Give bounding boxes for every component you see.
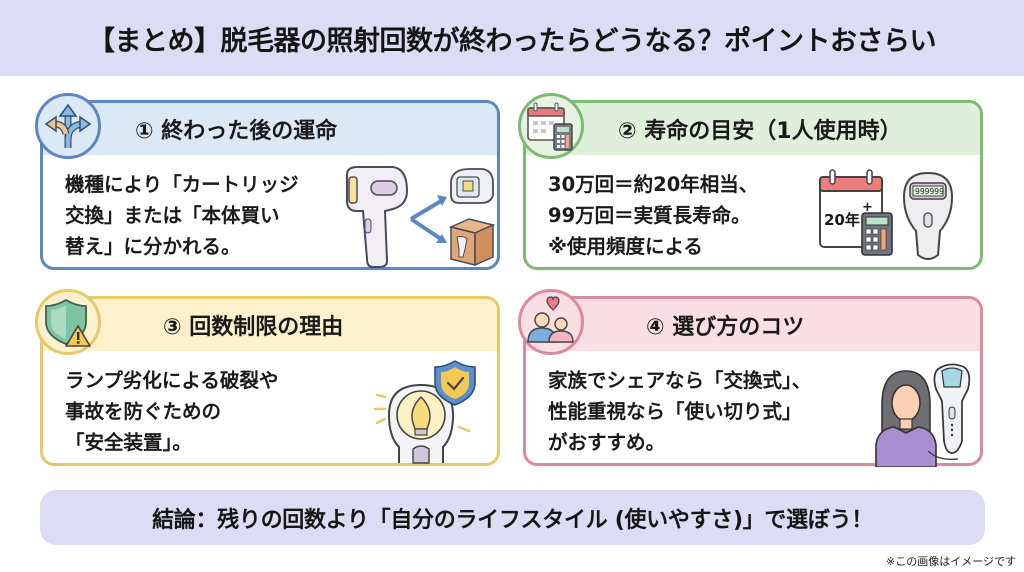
body-line: 事故を防ぐための [65, 400, 222, 423]
conclusion-text: 結論：残りの回数より「自分のライフスタイル (使いやすさ)」で選ぼう！ [152, 507, 873, 533]
page-header: 【まとめ】脱毛器の照射回数が終わったらどうなる？ポイントおさらい [0, 0, 1024, 76]
card-title: ② 寿命の目安（1人使用時） [618, 119, 902, 144]
card-header: ③ 回数制限の理由 [43, 299, 497, 351]
body-line: 家族でシェアなら「交換式」、 [548, 369, 812, 392]
card-after-shots-end: ① 終わった後の運命 機種により「カートリッジ 交換」または「本体買い 替え」に… [35, 93, 500, 273]
epilator-branch-illustration [341, 165, 496, 273]
card-header: ① 終わった後の運命 [43, 103, 497, 155]
card-title: ① 終わった後の運命 [135, 119, 338, 144]
card-body: 30万回＝約20年相当、 99万回＝実質長寿命。 ※使用頻度による [548, 169, 758, 262]
card-body: 家族でシェアなら「交換式」、 性能重視なら「使い切り式」 がおすすめ。 [548, 365, 811, 458]
card-selection-tips: ④ 選び方のコツ 家族でシェアなら「交換式」、 性能重視なら「使い切り式」 がお… [518, 289, 983, 468]
counter-display: 999999 [915, 187, 944, 196]
body-line: 「安全装置」。 [65, 431, 192, 454]
page-title: 【まとめ】脱毛器の照射回数が終わったらどうなる？ポイントおさらい [88, 25, 937, 57]
conclusion-banner: 結論：残りの回数より「自分のライフスタイル (使いやすさ)」で選ぼう！ [40, 490, 985, 545]
body-line: 30万回＝約20年相当、 [548, 173, 759, 196]
body-line: 替え」に分かれる。 [65, 235, 241, 258]
lamp-shield-illustration [369, 357, 489, 471]
calendar-years-text: 20年 [824, 211, 860, 229]
body-line: ランプ劣化による破裂や [65, 369, 279, 392]
woman-epilator-illustration [868, 361, 978, 471]
svg-text:+: + [862, 200, 873, 215]
body-line: ※使用頻度による [548, 235, 703, 258]
shield-warning-icon [35, 289, 101, 355]
body-line: 99万回＝実質長寿命。 [548, 204, 751, 227]
calendar-calculator-icon [518, 93, 584, 159]
card-lifespan-guide: ② 寿命の目安（1人使用時） 30万回＝約20年相当、 99万回＝実質長寿命。 … [518, 93, 983, 271]
card-body: 機種により「カートリッジ 交換」または「本体買い 替え」に分かれる。 [65, 169, 299, 262]
card-limit-reason: ③ 回数制限の理由 ランプ劣化による破裂や 事故を防ぐための 「安全装置」。 [35, 289, 500, 466]
calendar-counter-illustration: 20年 + 999999 [816, 167, 956, 271]
image-disclaimer: ※この画像はイメージです [886, 555, 1016, 568]
body-line: 性能重視なら「使い切り式」 [548, 400, 802, 423]
branching-arrows-icon [35, 93, 101, 159]
card-header: ④ 選び方のコツ [526, 299, 980, 351]
card-body: ランプ劣化による破裂や 事故を防ぐための 「安全装置」。 [65, 365, 278, 458]
card-header: ② 寿命の目安（1人使用時） [526, 103, 980, 155]
card-title: ③ 回数制限の理由 [163, 315, 344, 340]
body-line: がおすすめ。 [548, 431, 666, 454]
couple-heart-icon [518, 289, 584, 355]
body-line: 交換」または「本体買い [65, 204, 280, 227]
body-line: 機種により「カートリッジ [65, 173, 299, 196]
card-title: ④ 選び方のコツ [646, 315, 805, 340]
